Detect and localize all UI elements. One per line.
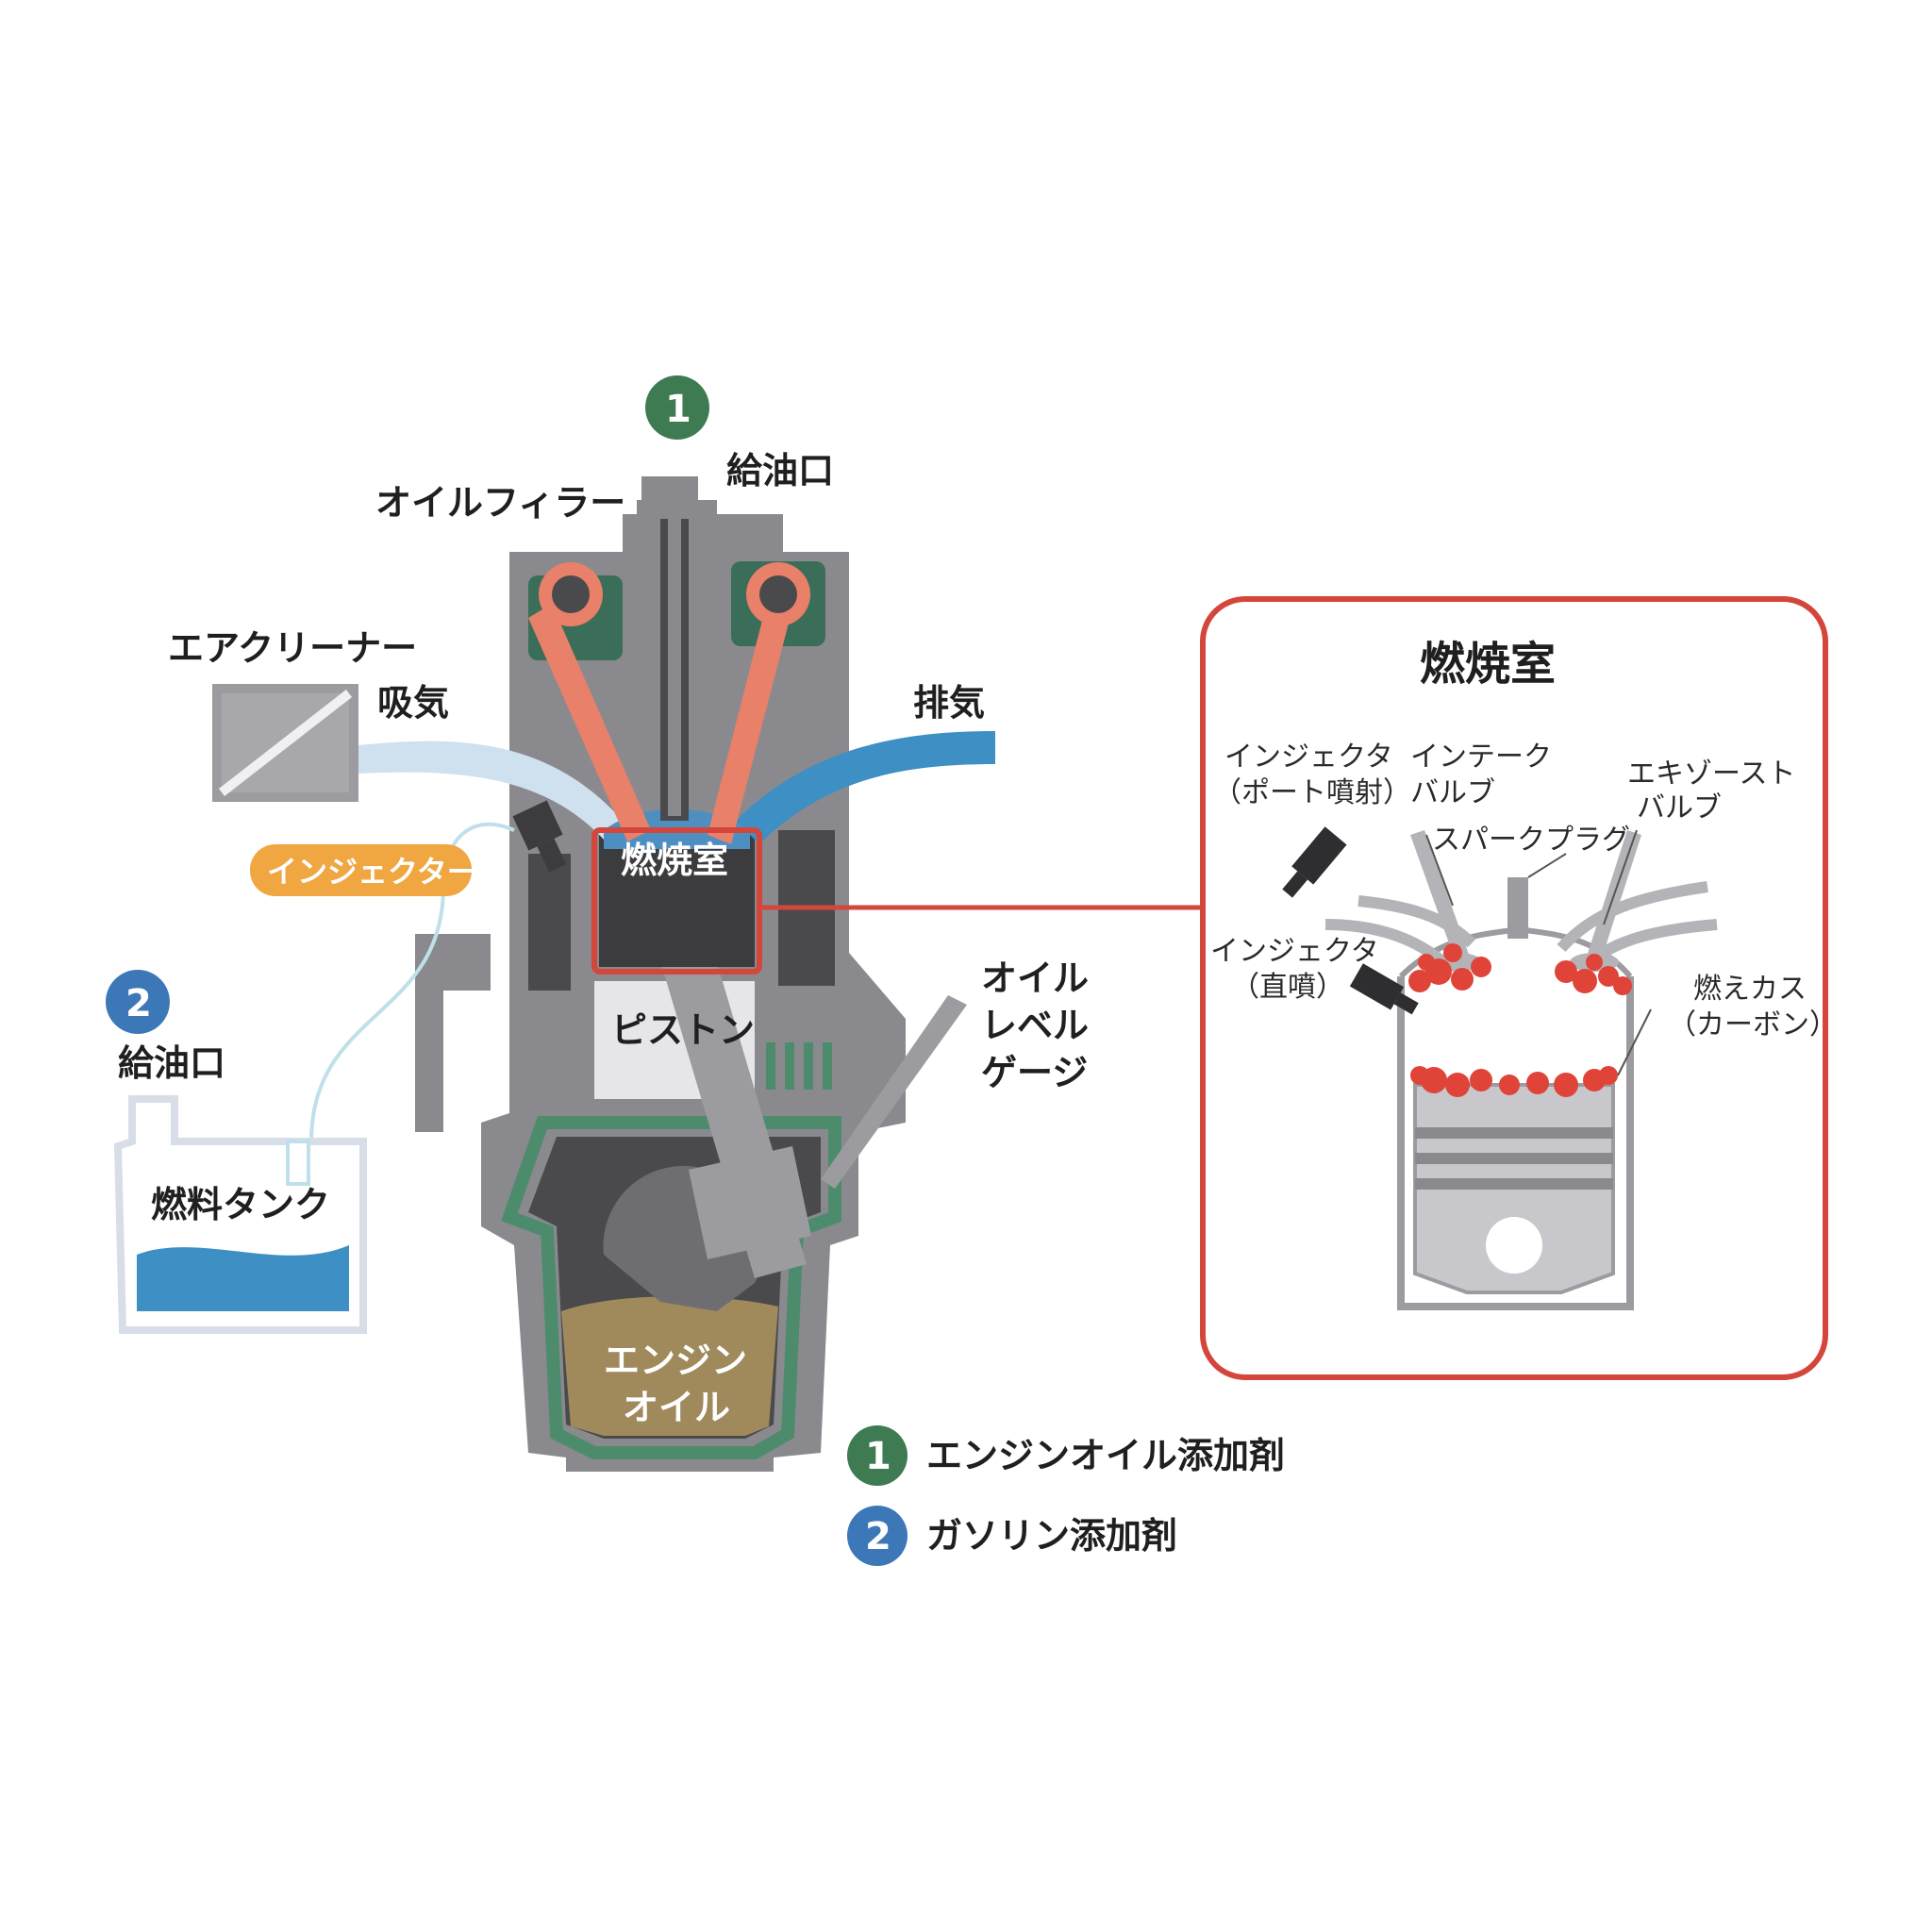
detail-port-injector <box>1282 826 1347 898</box>
combustion-chamber-area <box>599 835 755 967</box>
exhaust-pipe <box>736 731 995 844</box>
badge-two-tank: 2 <box>106 970 170 1034</box>
rod-big-end <box>689 1146 811 1259</box>
injector-label: インジェクター <box>267 854 477 890</box>
badge-one-top: 1 <box>645 375 709 440</box>
legend-item-gasoline-label: ガソリン添加剤 <box>926 1515 1177 1557</box>
oil-gauge-label-2: レベル <box>981 1005 1089 1046</box>
intake-pipe <box>358 741 623 840</box>
crankcase-fins <box>766 1042 832 1090</box>
legend-item-engine-oil-num: 1 <box>865 1435 891 1478</box>
legend-item-gasoline: 2 ガソリン添加剤 <box>847 1506 1177 1566</box>
detail-port-injector-line2: （ポート噴射） <box>1213 776 1411 809</box>
fuel-inlet-label: 給油口 <box>118 1042 225 1084</box>
exhaust-valve-rocker <box>708 561 825 844</box>
detail-direct-injector-line2: （直噴） <box>1231 971 1344 1004</box>
injector-pill <box>250 844 472 896</box>
engine-oil-sump <box>561 1296 778 1436</box>
detail-carbon-line2: （カーボン） <box>1668 1008 1838 1041</box>
oil-filler-inner <box>668 514 681 816</box>
fuel-pickup <box>286 1140 310 1186</box>
fuel-tank-label: 燃料タンク <box>151 1184 330 1225</box>
cylinder-left-wall <box>528 854 571 991</box>
exhaust-label: 排気 <box>913 682 985 724</box>
detail-port-injector-line1: インジェクタ <box>1224 741 1393 774</box>
engine-cross-section: オイルフィラー 給油口 エアクリーナー 吸気 排気 燃焼室 ピストン オイル レ… <box>168 450 1203 1472</box>
engine-left-block <box>415 934 491 1132</box>
detail-leader-lines <box>1425 829 1652 1076</box>
air-cleaner <box>212 684 358 802</box>
detail-piston <box>1413 1083 1615 1294</box>
piston-label: ピストン <box>611 1009 755 1051</box>
engine-oil-label-1: エンジン <box>604 1340 747 1381</box>
legend: 1 エンジンオイル添加剤 2 ガソリン添加剤 <box>847 1425 1285 1566</box>
combustion-detail-panel: 燃焼室 <box>1200 596 1838 1380</box>
legend-item-gasoline-num: 2 <box>865 1515 891 1558</box>
chamber-callout-box <box>591 827 762 974</box>
engine-injector <box>512 800 567 873</box>
fuel-level <box>137 1245 349 1311</box>
fuel-tank-group: 2 給油口 燃料タンク <box>106 970 367 1334</box>
legend-item-engine-oil: 1 エンジンオイル添加剤 <box>847 1425 1285 1486</box>
intake-valve <box>1410 830 1472 967</box>
detail-spark-plug-label: スパークプラグ <box>1432 824 1630 857</box>
oil-filler-label: オイルフィラー <box>375 482 625 524</box>
detail-intake-valve-line1: インテーク <box>1410 741 1552 774</box>
detail-panel-frame <box>1200 596 1828 1380</box>
detail-direct-injector-line1: インジェクタ <box>1210 935 1379 968</box>
badge-two-tank-num: 2 <box>125 982 152 1025</box>
detail-exhaust-valve-line1: エキゾースト <box>1627 758 1796 791</box>
intake-label: 吸気 <box>377 682 449 724</box>
air-cleaner-label: エアクリーナー <box>168 627 417 669</box>
oil-inlet-label: 給油口 <box>726 450 834 491</box>
detail-intake-valve-line2: バルブ <box>1410 776 1495 809</box>
detail-panel-title: 燃焼室 <box>1420 638 1556 691</box>
oil-filler-cap <box>637 476 717 519</box>
detail-direct-injector <box>1349 963 1419 1015</box>
oil-gauge-label-1: オイル <box>981 958 1089 999</box>
legend-item-engine-oil-label: エンジンオイル添加剤 <box>926 1435 1285 1476</box>
spark-plug <box>1507 877 1528 939</box>
fuel-line <box>309 822 515 1142</box>
engine-oil-label-2: オイル <box>623 1387 730 1428</box>
detail-exhaust-valve-line2: バルブ <box>1637 791 1722 824</box>
detail-carbon-line1: 燃えカス <box>1693 973 1807 1006</box>
carbon-deposits <box>1408 943 1632 1097</box>
combustion-chamber-label: 燃焼室 <box>621 840 728 881</box>
intake-valve-rocker <box>528 562 651 841</box>
oil-gauge-label-3: ゲージ <box>981 1052 1088 1093</box>
oil-level-gauge <box>821 995 967 1189</box>
badge-one-top-num: 1 <box>665 388 691 431</box>
